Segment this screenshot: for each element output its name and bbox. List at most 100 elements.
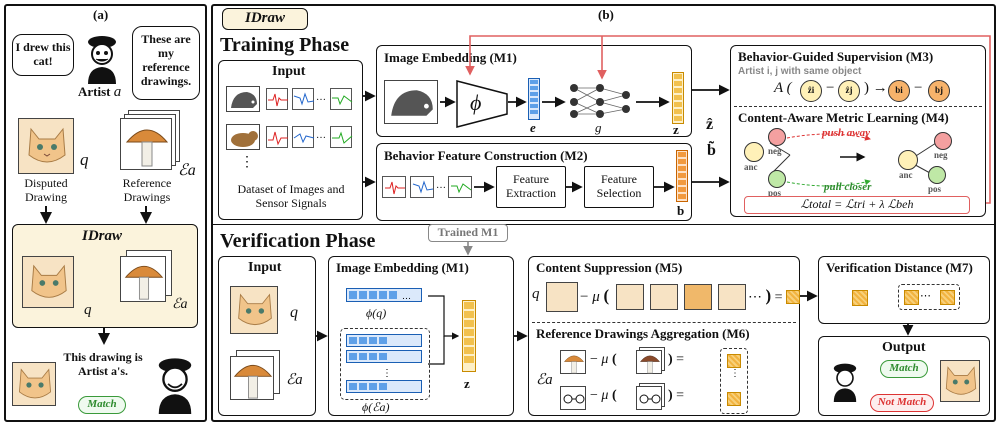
node-anc-1 [744,142,764,162]
m2-signal-green [448,176,472,198]
capybara-icon [231,131,258,147]
cat-drawing-icon [31,264,67,298]
verification-z-vector [462,300,476,372]
m5-q-var: q [532,286,540,302]
phi-q-vector: … [346,288,422,302]
m6-output-square-2 [727,392,741,406]
node-zj: ẑj [838,80,860,102]
disputed-drawing-thumb [18,118,74,174]
hedgehog-thumb [226,86,260,112]
neg-label-2: neg [934,150,948,160]
verification-input-title: Input [248,260,282,275]
training-input-title: Input [272,64,306,79]
artist-label: Artist a [78,84,121,101]
m5-cat-thumb-2 [650,284,678,310]
mushroom-drawing-icon [125,129,169,167]
anc-label-2: anc [899,170,913,180]
m5-q-thumb [546,282,578,312]
output-match-badge: Match [880,360,928,378]
m6-title: Reference Drawings Aggregation (M6) [536,326,750,341]
m6-mu-2: − μ ( [590,388,617,403]
pos-label-1: pos [768,188,782,198]
m3-title: Behavior-Guided Supervision (M3) [738,49,934,64]
E-var-a: ℰa [178,162,196,179]
input-vertical-dots: ⋮ [240,155,254,170]
phi-q-label: ϕ(q) [366,306,387,320]
m6-output-square-1 [727,354,741,368]
m7-ref-dots: ⋯ [920,290,931,302]
training-input-caption: Dataset of Images and Sensor Signals [237,182,345,210]
training-phase-title: Training Phase [220,34,350,56]
m6-output-dots: ⋮ [730,368,740,379]
phase-divider [213,224,994,225]
hedgehog-icon [231,92,257,108]
feature-selection-box: Feature Selection [584,166,654,208]
m2-title: Behavior Feature Construction (M2) [384,148,588,163]
m6-glasses-thumb [560,386,586,410]
m5-tail: ⋯ ) = [748,286,783,305]
signal-wave-icon [412,180,434,194]
anc-label-1: anc [744,162,758,172]
speech-bubble-left: I drew this cat! [12,34,74,76]
idraw-E-var: ℰa [172,297,188,312]
signal-red-1 [266,88,288,110]
signal-green-1 [330,88,353,110]
m7-title: Verification Distance (M7) [826,260,973,275]
m6-eq-2: ) = [668,388,685,403]
embedding-e-vector [528,78,540,120]
signal-wave-icon [332,131,353,144]
phi-label: ϕ [470,90,482,115]
feature-extraction-box: Feature Extraction [496,166,566,208]
m5-cat-thumb-1 [616,284,644,310]
reference-drawing-thumb [120,118,172,170]
m5-mu: − μ ( [580,286,610,305]
signal-blue-2 [292,126,315,148]
loss-formula-box: ℒtotal = ℒtri + λ ℒbeh [744,196,970,214]
signal-red-2 [266,126,288,148]
m6-mu-1: − μ ( [590,352,617,367]
artist-label-text: Artist [78,84,111,99]
m6-E-var: ℰa [536,372,553,388]
glasses-icon [639,394,661,404]
signal-wave-icon [293,133,315,144]
projection-network-g [570,84,630,118]
verification-E-var: ℰa [286,372,303,388]
speech-bubble-right: These are my reference drawings. [132,26,200,100]
e-label: e [530,120,536,135]
m7-ref-square-1 [904,290,919,305]
trained-m1-badge: Trained M1 [428,224,508,242]
output-cat-thumb [940,360,980,402]
verification-z-label: z [464,376,470,391]
match-badge-a: Match [78,396,126,414]
idraw-q-thumb [22,256,74,308]
signal-wave-icon [268,93,288,107]
mushroom-drawing-icon [563,355,585,374]
signal-wave-icon [385,181,405,195]
mushroom-drawing-icon [124,265,164,300]
panel-a-label: (a) [93,7,109,22]
z-label: z [673,122,679,137]
m6-mushroom-stack [636,350,662,374]
m6-mu-symbol-2: μ [601,388,609,403]
m6-output-frame [720,348,748,414]
m5-output-square [786,290,800,304]
signal-dots-1: … [316,92,326,103]
signal-dots-2: … [316,130,326,141]
output-not-match-badge: Not Match [870,394,934,412]
node-bi-text: bi [895,85,903,95]
m4-title: Content-Aware Metric Learning (M4) [738,110,949,125]
verification-phase-title: Verification Phase [220,230,376,252]
idraw-title-a: IDraw [82,228,123,244]
m2-signal-blue [410,176,434,198]
verification-q-thumb [230,286,278,334]
idraw-tag: IDraw [222,8,308,30]
conclusion-text: This drawing is Artist a's. [63,350,143,378]
artist-icon-output [833,363,857,402]
pull-closer-label: pull closer [824,181,872,193]
m3-minus2: − [914,80,923,96]
m6-glasses-stack [636,386,662,410]
embedding-z-vector [672,72,684,124]
panel-b-label: (b) [598,7,614,22]
capybara-thumb [226,124,260,150]
artist-icon-bottom [158,358,192,414]
